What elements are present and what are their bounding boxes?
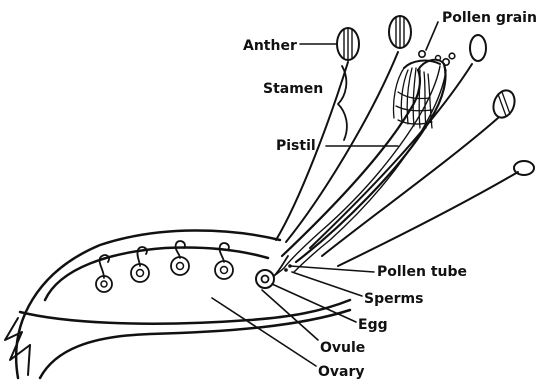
pollen-tube (274, 66, 446, 276)
label-egg: Egg (358, 317, 388, 333)
label-pollen-grain: Pollen grain (442, 10, 537, 26)
stamen-4 (322, 87, 518, 256)
ovule-3 (171, 241, 189, 275)
label-sperms: Sperms (364, 291, 423, 307)
label-pollen-tube: Pollen tube (377, 264, 467, 280)
stamen-3 (310, 35, 486, 248)
label-anther: Anther (243, 38, 297, 54)
label-ovule: Ovule (320, 340, 365, 356)
label-ovary: Ovary (318, 364, 365, 380)
stamen-5 (338, 161, 534, 266)
label-stamen: Stamen (263, 81, 323, 97)
label-pistil: Pistil (276, 138, 316, 154)
